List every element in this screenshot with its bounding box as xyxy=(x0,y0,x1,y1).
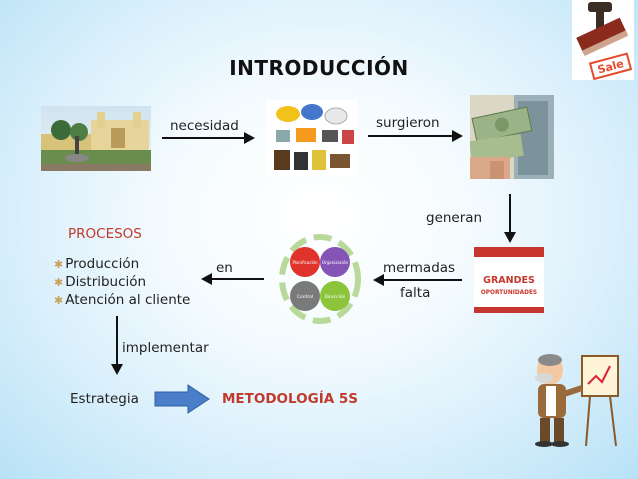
arrow-city-to-tools xyxy=(162,132,255,144)
cycle-label-2: Organización xyxy=(322,260,349,265)
edge-label-generan: generan xyxy=(426,210,483,226)
metodologia-label: METODOLOGÍA 5S xyxy=(222,391,358,407)
edge-label-falta: falta xyxy=(400,285,431,301)
cycle-label-4: Dirección xyxy=(324,293,345,300)
cycle-label-1: Planificación xyxy=(292,260,318,265)
money-business-image xyxy=(470,95,554,179)
city-plaza-image xyxy=(41,106,151,171)
edge-label-mermadas: mermadas xyxy=(383,260,456,276)
cycle-label-3: Control xyxy=(297,294,313,300)
arrow-money-to-oportunidades xyxy=(504,194,516,243)
edge-label-surgieron: surgieron xyxy=(376,115,440,131)
management-cycle-image: Planificación Organización Control Direc… xyxy=(278,233,362,325)
block-arrow-estrategia-to-metodologia xyxy=(154,384,210,414)
procesos-heading: PROCESOS xyxy=(68,226,142,242)
slide-title: INTRODUCCIÓN xyxy=(229,56,409,80)
edge-label-implementar: implementar xyxy=(122,340,209,356)
edge-label-necesidad: necesidad xyxy=(170,118,239,134)
arrow-oportunidades-to-cycle xyxy=(373,274,462,286)
star-bullet-icon: ✱ xyxy=(54,257,64,271)
tools-equipment-image xyxy=(266,100,358,176)
arrow-procesos-to-estrategia xyxy=(111,316,123,375)
star-bullet-icon: ✱ xyxy=(54,293,64,307)
list-item: ✱Producción xyxy=(54,256,140,272)
star-bullet-icon: ✱ xyxy=(54,275,64,289)
oportunidades-line2: OPORTUNIDADES xyxy=(481,290,537,296)
grandes-oportunidades-image: GRANDES OPORTUNIDADES xyxy=(474,247,544,313)
oportunidades-line1: GRANDES xyxy=(483,275,535,286)
arrow-cycle-to-procesos xyxy=(201,273,264,285)
presenter-character-image xyxy=(530,348,622,448)
edge-label-en: en xyxy=(216,260,233,276)
arrow-tools-to-money xyxy=(368,130,463,142)
list-item: ✱Atención al cliente xyxy=(54,292,191,308)
list-item: ✱Distribución xyxy=(54,274,147,290)
sale-stamp-image: Sale xyxy=(572,0,634,80)
estrategia-label: Estrategia xyxy=(70,391,139,407)
procesos-list: ✱Producción ✱Distribución ✱Atención al c… xyxy=(54,256,190,308)
